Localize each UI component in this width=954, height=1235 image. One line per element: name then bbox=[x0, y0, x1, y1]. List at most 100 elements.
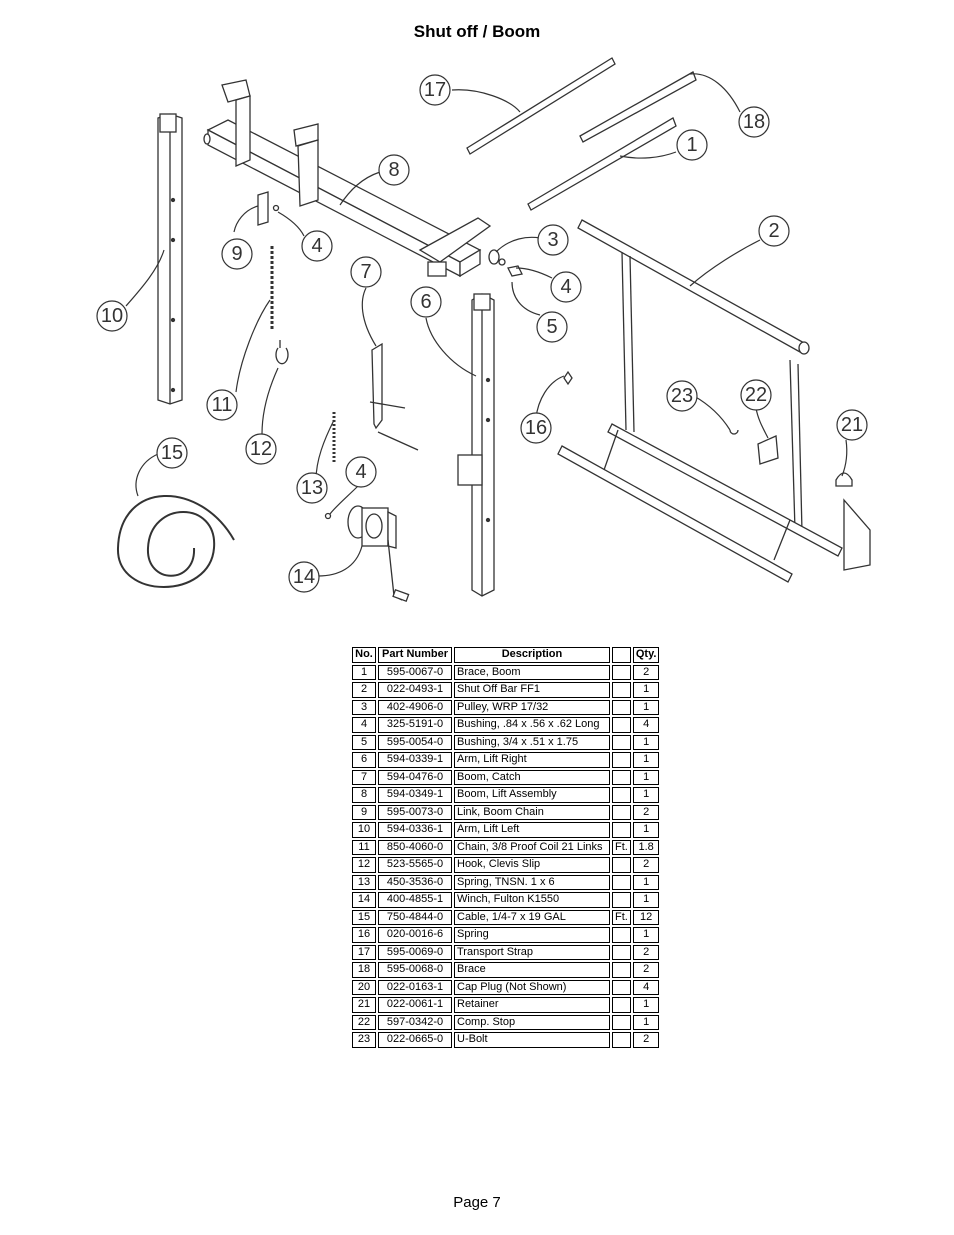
callout-13: 13 bbox=[301, 477, 323, 499]
cell-no: 14 bbox=[352, 892, 376, 908]
callout-4a: 4 bbox=[311, 235, 322, 257]
cell-unit bbox=[612, 997, 631, 1013]
cell-no: 17 bbox=[352, 944, 376, 960]
cell-description: Arm, Lift Left bbox=[454, 822, 610, 838]
cell-description: Brace, Boom bbox=[454, 664, 610, 680]
cell-part-number: 594-0349-1 bbox=[378, 787, 452, 803]
cell-qty: 2 bbox=[632, 857, 660, 873]
cell-qty: 2 bbox=[632, 804, 660, 820]
cell-unit bbox=[612, 822, 631, 838]
cell-description: Winch, Fulton K1550 bbox=[454, 892, 610, 908]
cell-description: Comp. Stop bbox=[454, 1014, 610, 1030]
cell-unit bbox=[612, 699, 631, 715]
cell-description: Shut Off Bar FF1 bbox=[454, 682, 610, 698]
cell-unit bbox=[612, 787, 631, 803]
cell-no: 3 bbox=[352, 699, 376, 715]
cell-part-number: 325-5191-0 bbox=[378, 717, 452, 733]
cell-description: Transport Strap bbox=[454, 944, 610, 960]
cell-qty: 1 bbox=[632, 874, 660, 890]
cell-unit bbox=[612, 682, 631, 698]
cell-unit bbox=[612, 664, 631, 680]
col-header-no: No. bbox=[352, 647, 376, 663]
callout-11: 11 bbox=[212, 394, 233, 416]
callout-21: 21 bbox=[841, 414, 863, 436]
parts-table-header: No. Part Number Description Qty. bbox=[352, 647, 660, 663]
cell-no: 12 bbox=[352, 857, 376, 873]
lift-arm-right-drawing bbox=[457, 293, 495, 597]
cell-unit bbox=[612, 752, 631, 768]
cell-unit bbox=[612, 892, 631, 908]
col-header-unit bbox=[612, 647, 631, 663]
cell-qty: 4 bbox=[632, 717, 660, 733]
cell-no: 7 bbox=[352, 769, 376, 785]
cell-no: 9 bbox=[352, 804, 376, 820]
cell-no: 20 bbox=[352, 979, 376, 995]
cell-qty: 1 bbox=[632, 682, 660, 698]
cell-part-number: 402-4906-0 bbox=[378, 699, 452, 715]
cell-no: 8 bbox=[352, 787, 376, 803]
cell-description: Bushing, 3/4 x .51 x 1.75 bbox=[454, 734, 610, 750]
cell-unit bbox=[612, 944, 631, 960]
cell-qty: 2 bbox=[632, 962, 660, 978]
cell-part-number: 595-0069-0 bbox=[378, 944, 452, 960]
cell-description: Cable, 1/4-7 x 19 GAL bbox=[454, 909, 610, 925]
cell-unit: Ft. bbox=[612, 909, 631, 925]
cell-unit bbox=[612, 769, 631, 785]
cell-part-number: 595-0068-0 bbox=[378, 962, 452, 978]
cell-unit bbox=[612, 717, 631, 733]
callout-16: 16 bbox=[525, 417, 547, 439]
cell-part-number: 750-4844-0 bbox=[378, 909, 452, 925]
cell-qty: 1 bbox=[632, 927, 660, 943]
cell-unit bbox=[612, 734, 631, 750]
cell-description: U-Bolt bbox=[454, 1032, 610, 1048]
cell-part-number: 022-0493-1 bbox=[378, 682, 452, 698]
cell-qty: 1 bbox=[632, 699, 660, 715]
cell-description: Bushing, .84 x .56 x .62 Long bbox=[454, 717, 610, 733]
cable-coil-drawing bbox=[116, 495, 235, 588]
cell-description: Spring bbox=[454, 927, 610, 943]
hook-drawing bbox=[275, 340, 289, 365]
winch-drawing bbox=[347, 505, 410, 602]
cell-unit bbox=[612, 979, 631, 995]
col-header-description: Description bbox=[454, 647, 610, 663]
cell-unit bbox=[612, 1014, 631, 1030]
cell-qty: 2 bbox=[632, 944, 660, 960]
callout-10: 10 bbox=[101, 305, 123, 327]
callout-4c: 4 bbox=[355, 461, 366, 483]
cell-description: Spring, TNSN. 1 x 6 bbox=[454, 874, 610, 890]
cell-description: Retainer bbox=[454, 997, 610, 1013]
callout-9: 9 bbox=[231, 243, 242, 265]
cell-part-number: 022-0163-1 bbox=[378, 979, 452, 995]
cell-no: 11 bbox=[352, 839, 376, 855]
cell-part-number: 595-0054-0 bbox=[378, 734, 452, 750]
callout-15: 15 bbox=[161, 442, 183, 464]
cell-qty: 1 bbox=[632, 752, 660, 768]
cell-no: 16 bbox=[352, 927, 376, 943]
callout-5: 5 bbox=[546, 316, 557, 338]
link-drawing bbox=[257, 191, 269, 226]
cell-no: 23 bbox=[352, 1032, 376, 1048]
callout-3: 3 bbox=[547, 229, 558, 251]
cell-part-number: 022-0665-0 bbox=[378, 1032, 452, 1048]
callout-2: 2 bbox=[768, 220, 779, 242]
lift-arm-left-drawing bbox=[157, 113, 183, 405]
cell-description: Boom, Catch bbox=[454, 769, 610, 785]
cell-description: Brace bbox=[454, 962, 610, 978]
cell-part-number: 597-0342-0 bbox=[378, 1014, 452, 1030]
cell-no: 5 bbox=[352, 734, 376, 750]
cell-part-number: 594-0336-1 bbox=[378, 822, 452, 838]
cell-description: Chain, 3/8 Proof Coil 21 Links bbox=[454, 839, 610, 855]
shut-off-bar-drawing bbox=[557, 219, 871, 583]
